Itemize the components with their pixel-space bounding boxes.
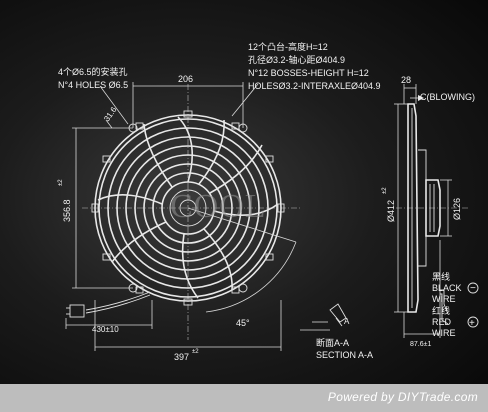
- ring-3: [125, 145, 251, 271]
- dim-28: 28: [401, 75, 411, 85]
- watermark-logo: COOL: [170, 188, 267, 225]
- label-section-en: SECTION A-A: [316, 350, 373, 360]
- hub-center: [179, 199, 197, 217]
- footer-bar: Powered by DIYTrade.com: [0, 384, 488, 412]
- fan-side-view: [394, 84, 470, 338]
- ring-5: [143, 163, 233, 253]
- label-plus: +: [469, 318, 475, 329]
- label-black-en: BLACK: [432, 283, 462, 293]
- annotation-text: 12个凸台-高度H=12 孔径Ø3.2-轴心距Ø404.9 N°12 BOSSE…: [58, 41, 479, 362]
- label-mount-en: N°4 HOLES Ø6.5: [58, 80, 128, 90]
- dim-430: 430±10: [92, 325, 119, 334]
- plus-circle-icon: [467, 316, 479, 328]
- ring-1: [107, 127, 269, 289]
- ring-4: [134, 154, 242, 262]
- motor-body: [425, 179, 441, 237]
- dim-126: Ø126: [452, 198, 462, 220]
- minus-circle-icon: [467, 282, 479, 294]
- dim-356-tol: ±2: [58, 179, 64, 186]
- label-wire-2: WIRE: [432, 328, 456, 338]
- dim-412-tol: ±2: [382, 187, 388, 194]
- dim-412: Ø412: [386, 200, 396, 222]
- label-minus: −: [470, 283, 476, 294]
- dim-397-tol: ±2: [192, 349, 199, 355]
- dim-356: 356.8: [62, 199, 72, 222]
- label-holes-en: HOLESØ3.2-INTERAXLEØ404.9: [248, 81, 381, 91]
- section-mark: A: [344, 317, 350, 326]
- hub-inner: [169, 189, 207, 227]
- label-blowing: C(BLOWING): [420, 92, 475, 102]
- front-dimensions: [65, 82, 297, 351]
- label-black-cn: 黑线: [432, 271, 450, 282]
- label-red-cn: 红线: [432, 305, 450, 316]
- mounting-bosses: [91, 110, 285, 306]
- dim-397: 397: [174, 352, 189, 362]
- wire-harness: [85, 291, 151, 311]
- outer-ring-inner: [98, 118, 278, 298]
- label-mount-cn: 4个Ø6.5的安装孔: [58, 66, 128, 77]
- footer-credit: Powered by DIYTrade.com: [327, 390, 478, 404]
- dim-206: 206: [178, 74, 193, 84]
- outer-ring: [94, 114, 282, 302]
- label-bosses-cn: 12个凸台-高度H=12: [248, 41, 328, 52]
- connector-icon: [69, 304, 85, 318]
- label-wire-1: WIRE: [432, 294, 456, 304]
- label-red-en: RED: [432, 317, 452, 327]
- label-section-cn: 断面A-A: [316, 337, 349, 348]
- grill-spokes: [97, 116, 279, 299]
- dim-45: 45°: [236, 318, 250, 328]
- fan-front-view: [66, 84, 300, 340]
- dim-87: 87.6±1: [410, 341, 431, 348]
- label-bosses-en: N°12 BOSSES-HEIGHT H=12: [248, 68, 369, 78]
- dim-31-6: 31.6: [102, 105, 119, 123]
- label-holes-cn: 孔径Ø3.2-轴心距Ø404.9: [248, 54, 345, 65]
- section-symbol: [300, 303, 347, 331]
- ring-6: [152, 172, 224, 244]
